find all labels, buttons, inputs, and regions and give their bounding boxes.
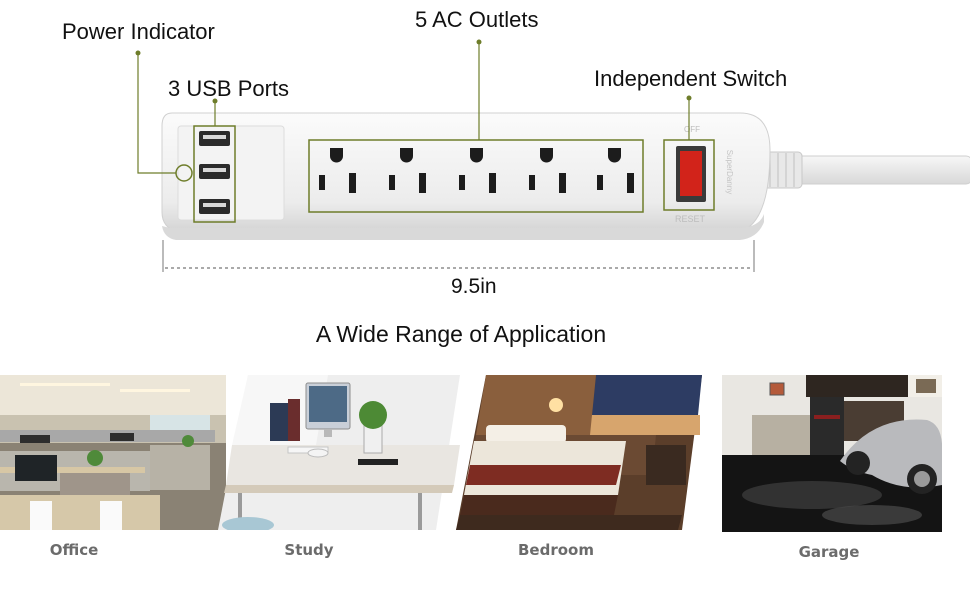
ac-outlet-group <box>308 139 644 213</box>
callout-dots <box>135 39 692 104</box>
ac-outlet[interactable] <box>459 148 496 193</box>
power-strip-body <box>161 112 771 240</box>
callout-lines <box>137 42 690 174</box>
usb-port-group <box>193 125 236 223</box>
switch-bottom-print: RESET <box>675 214 706 224</box>
brand-print: SuperDanny <box>725 150 734 194</box>
independent-switch-label: Independent Switch <box>594 66 788 91</box>
power-cord <box>759 151 970 189</box>
application-label-office: Office <box>49 541 99 559</box>
power-indicator-label: Power Indicator <box>62 19 215 44</box>
power-strip-illustration: OFF RESET SuperDanny <box>135 39 970 272</box>
length-dimension-label: 9.5in <box>451 275 497 298</box>
independent-switch[interactable]: OFF RESET <box>663 125 715 224</box>
switch-top-print: OFF <box>684 125 700 134</box>
office-photo <box>0 375 226 530</box>
ac-outlet[interactable] <box>597 148 634 193</box>
ac-outlets-label: 5 AC Outlets <box>415 7 539 32</box>
ac-outlet[interactable] <box>389 148 426 193</box>
application-label-study: Study <box>284 541 334 559</box>
usb-port[interactable] <box>199 164 230 179</box>
study-photo <box>218 375 460 530</box>
length-dimension <box>162 240 755 272</box>
section-heading: A Wide Range of Application <box>315 321 607 347</box>
ac-outlet[interactable] <box>529 148 566 193</box>
garage-photo <box>722 375 942 532</box>
usb-port[interactable] <box>199 131 230 146</box>
usb-port[interactable] <box>199 199 230 214</box>
bedroom-photo <box>456 375 702 530</box>
usb-ports-label: 3 USB Ports <box>168 76 290 101</box>
ac-outlet[interactable] <box>319 148 356 193</box>
application-label-garage: Garage <box>798 543 860 561</box>
application-label-bedroom: Bedroom <box>518 541 594 559</box>
